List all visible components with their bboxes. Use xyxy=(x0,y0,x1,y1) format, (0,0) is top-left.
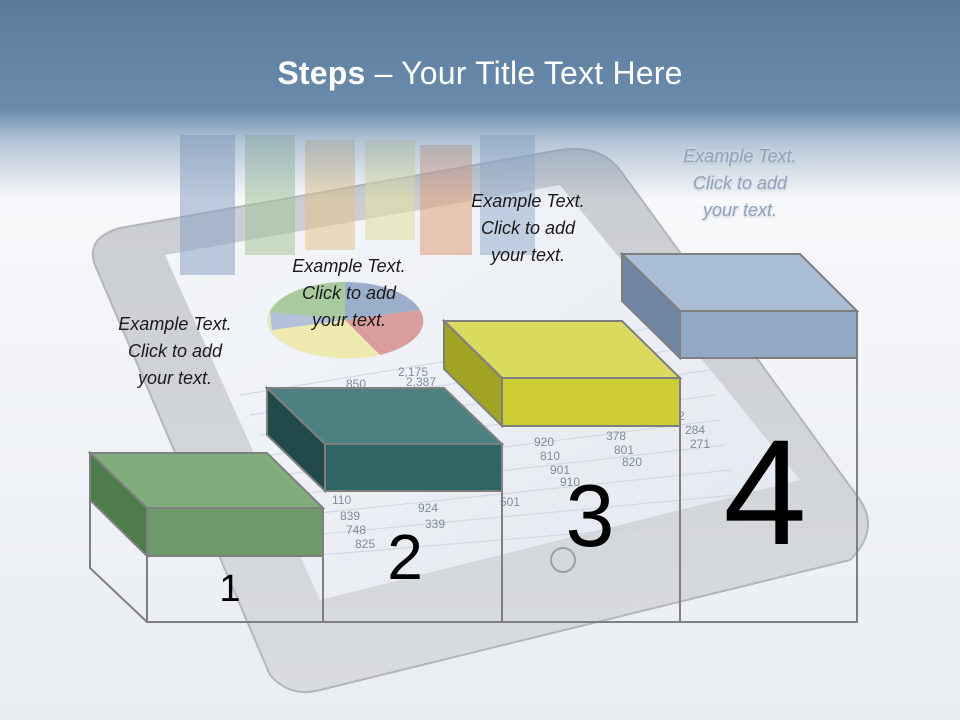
step-1-text-line2: Click to add xyxy=(127,341,223,361)
step-2-number: 2 xyxy=(387,521,423,593)
staircase-outline xyxy=(89,358,858,623)
step-4-number: 4 xyxy=(723,408,807,576)
table-number: 2,175 xyxy=(398,365,428,379)
slide-title[interactable]: Steps – Your Title Text Here xyxy=(0,55,960,92)
title-rest-part: – Your Title Text Here xyxy=(365,55,683,91)
step-3-text-line1: Example Text. xyxy=(471,191,585,211)
step-2-text-line3: your text. xyxy=(311,310,387,330)
step-1-text-line3: your text. xyxy=(137,368,213,388)
step-4-text-line3: your text. xyxy=(702,200,778,220)
table-number: 910 xyxy=(560,475,580,489)
table-number: 825 xyxy=(355,537,375,551)
table-number: 839 xyxy=(340,509,360,523)
step-1-text[interactable]: Example Text. Click to add your text. xyxy=(85,311,265,392)
table-number: 2,387 xyxy=(406,375,436,389)
table-number: 110 xyxy=(332,493,351,507)
step-3-number: 3 xyxy=(565,466,615,565)
step-2-text-line2: Click to add xyxy=(301,283,397,303)
table-number: 924 xyxy=(418,501,438,515)
table-number: 378 xyxy=(606,429,626,443)
table-number: 820 xyxy=(622,455,642,469)
table-number: 284 xyxy=(685,423,705,437)
step-2-block[interactable] xyxy=(264,385,505,494)
table-number: 801 xyxy=(614,443,634,457)
title-bold-part: Steps xyxy=(277,55,366,91)
table-number: 339 xyxy=(425,517,445,531)
step-3-text-line3: your text. xyxy=(490,245,566,265)
step-3-block[interactable] xyxy=(441,318,683,429)
table-number: 748 xyxy=(346,523,366,537)
title-band xyxy=(0,0,960,200)
step-4-text-line2: Click to add xyxy=(692,173,788,193)
table-number: 920 xyxy=(534,435,554,449)
step-1-number: 1 xyxy=(219,568,241,610)
step-4-block[interactable] xyxy=(619,251,860,361)
step-3-text[interactable]: Example Text. Click to add your text. xyxy=(438,188,618,269)
step-4-text-line1: Example Text. xyxy=(683,146,797,166)
step-2-text-line1: Example Text. xyxy=(292,256,406,276)
pie-chart-graphic xyxy=(267,282,424,359)
table-number: 271 xyxy=(690,437,710,451)
table-number: 2 xyxy=(678,409,685,423)
step-4-text[interactable]: Example Text. Click to add your text. xyxy=(650,143,830,224)
step-1-text-line1: Example Text. xyxy=(118,314,232,334)
table-number: 901 xyxy=(550,463,570,477)
table-number: 810 xyxy=(540,449,560,463)
table-number: 501 xyxy=(500,495,520,509)
step-3-text-line2: Click to add xyxy=(480,218,576,238)
step-1-block[interactable] xyxy=(87,450,326,559)
step-2-text[interactable]: Example Text. Click to add your text. xyxy=(259,253,439,334)
